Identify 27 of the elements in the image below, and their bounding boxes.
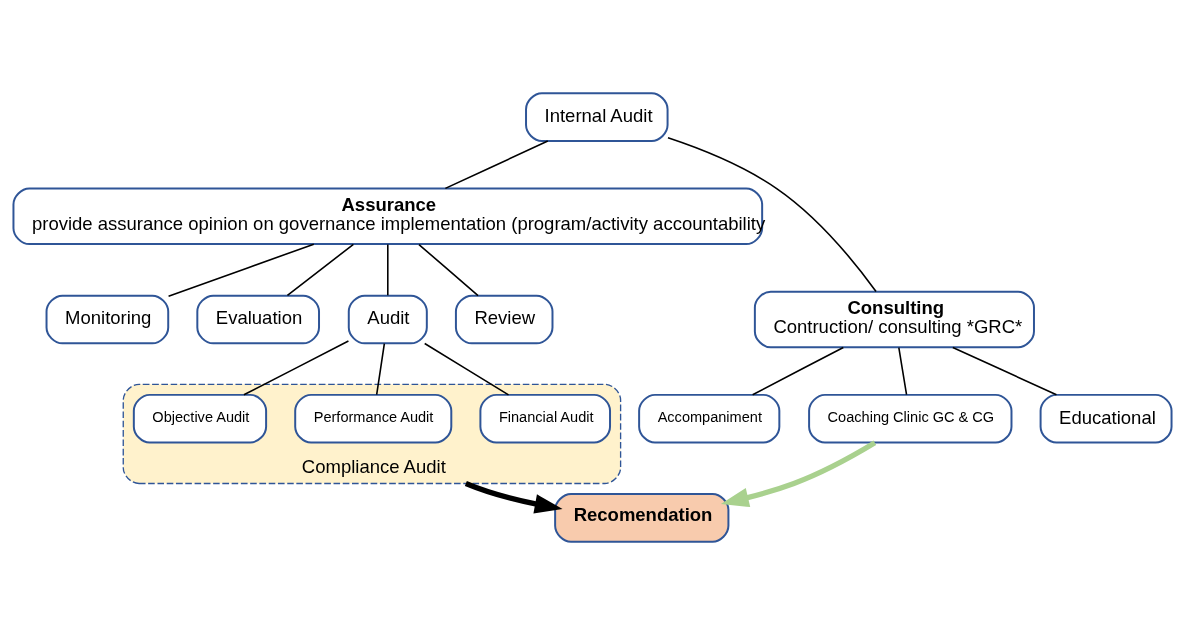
node-box: Performance Audit bbox=[294, 393, 453, 444]
connector bbox=[667, 136, 877, 293]
node-box: Coaching Clinic GC & CG bbox=[808, 393, 1013, 444]
node-box: Accompaniment bbox=[638, 393, 781, 444]
node-box: Educational bbox=[1039, 393, 1173, 444]
connector bbox=[751, 346, 845, 396]
arrow bbox=[464, 481, 563, 514]
node-box: Internal Audit bbox=[525, 92, 669, 142]
connector bbox=[387, 243, 389, 297]
arrow bbox=[720, 440, 877, 508]
connector bbox=[423, 342, 510, 396]
connector bbox=[952, 346, 1058, 396]
connector bbox=[444, 140, 549, 190]
connector bbox=[418, 243, 479, 297]
node-box: Consulting Contruction/ consulting *GRC* bbox=[753, 290, 1035, 349]
connector bbox=[375, 342, 386, 396]
node-box: Financial Audit bbox=[479, 393, 611, 444]
connector bbox=[286, 243, 355, 297]
node-box: Audit bbox=[347, 294, 428, 345]
connector bbox=[243, 340, 350, 396]
node-box: Monitoring bbox=[45, 294, 170, 345]
connector bbox=[167, 243, 315, 298]
node-box: Evaluation bbox=[196, 294, 320, 345]
node-box: Objective Audit bbox=[132, 393, 268, 444]
node-box: Review bbox=[454, 294, 554, 345]
connector bbox=[898, 346, 908, 396]
node-box: Recomendation bbox=[554, 493, 730, 543]
